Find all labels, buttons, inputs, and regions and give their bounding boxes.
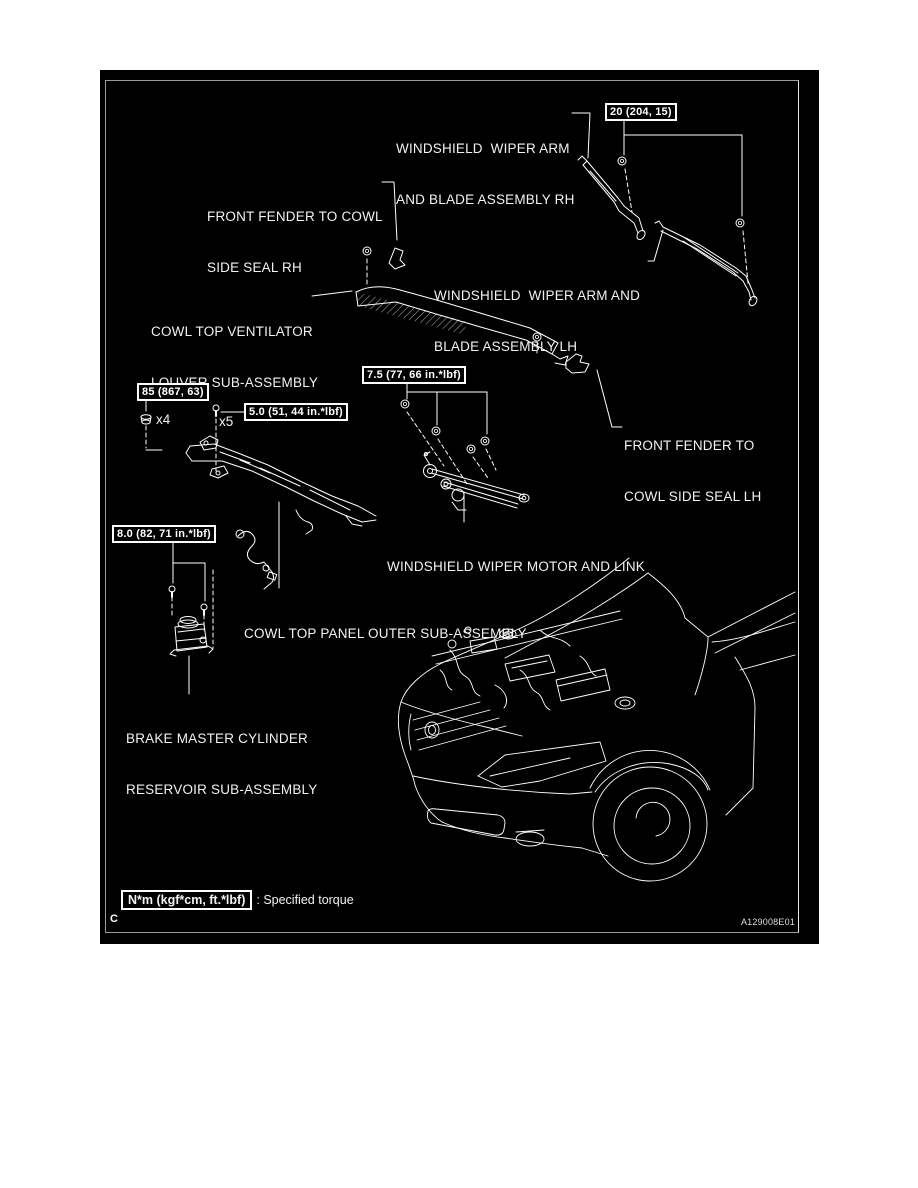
label-wiper-arm-lh-line2: BLADE ASSEMBLY LH (434, 339, 578, 354)
cowl-panel-drawing (185, 435, 377, 590)
label-wiper-arm-rh-line1: WINDSHIELD WIPER ARM (396, 141, 570, 156)
label-fender-seal-lh-line2: COWL SIDE SEAL LH (624, 489, 762, 504)
wiper-motor-link-drawing (423, 451, 530, 511)
label-brake-reservoir: BRAKE MASTER CYLINDER RESERVOIR SUB-ASSE… (126, 696, 317, 832)
label-fender-seal-rh-line2: SIDE SEAL RH (207, 260, 302, 275)
label-cowl-louver-line1: COWL TOP VENTILATOR (151, 324, 313, 339)
leader-lines (145, 112, 743, 695)
corner-mark: C (110, 913, 118, 925)
diagram-inner-border (105, 80, 799, 933)
torque-badge-85: 85 (867, 63) (137, 383, 209, 401)
label-cowl-panel-outer-line1: COWL TOP PANEL OUTER SUB-ASSEMBLY (244, 626, 527, 641)
torque-badge-20: 20 (204, 15) (605, 103, 677, 121)
label-brake-reservoir-line2: RESERVOIR SUB-ASSEMBLY (126, 782, 318, 797)
nut-icon (140, 414, 152, 425)
torque-badge-8-0: 8.0 (82, 71 in.*lbf) (112, 525, 216, 543)
rh-wiper-arm-drawing (577, 155, 646, 241)
label-brake-reservoir-line1: BRAKE MASTER CYLINDER (126, 731, 308, 746)
torque-badge-7-5: 7.5 (77, 66 in.*lbf) (362, 366, 466, 384)
label-cowl-panel-outer: COWL TOP PANEL OUTER SUB-ASSEMBLY (244, 591, 527, 676)
fender-seal-lh-part (565, 353, 590, 374)
label-wiper-arm-lh-line1: WINDSHIELD WIPER ARM AND (434, 288, 641, 303)
fastener-dashed-lines (145, 168, 749, 649)
label-wiper-arm-rh: WINDSHIELD WIPER ARM AND BLADE ASSEMBLY … (396, 106, 575, 242)
cowl-louver-drawing (355, 247, 590, 374)
fastener-icons (140, 156, 745, 616)
washer-hose-drawing (235, 529, 278, 590)
label-fender-seal-rh: FRONT FENDER TO COWL SIDE SEAL RH (207, 174, 383, 310)
lh-wiper-arm-drawing (654, 220, 758, 307)
diagram-panel: WINDSHIELD WIPER ARM AND BLADE ASSEMBLY … (100, 70, 819, 944)
car-front-drawing (397, 557, 796, 882)
label-wiper-motor-link-line1: WINDSHIELD WIPER MOTOR AND LINK (387, 559, 645, 574)
torque-legend: N*m (kgf*cm, ft.*lbf) : Specified torque (121, 890, 354, 910)
label-wiper-motor-link: WINDSHIELD WIPER MOTOR AND LINK (387, 524, 645, 609)
label-wiper-arm-rh-line2: AND BLADE ASSEMBLY RH (396, 192, 575, 207)
label-fender-seal-lh-line1: FRONT FENDER TO (624, 438, 755, 453)
fender-seal-rh-part (388, 247, 406, 270)
quantity-x5: x5 (219, 414, 234, 429)
label-fender-seal-lh: FRONT FENDER TO COWL SIDE SEAL LH (624, 403, 761, 539)
quantity-x4: x4 (156, 412, 171, 427)
torque-legend-suffix: : Specified torque (256, 893, 354, 907)
diagram-line-art (140, 112, 796, 882)
label-fender-seal-rh-line1: FRONT FENDER TO COWL (207, 209, 383, 224)
brake-reservoir-drawing (169, 616, 214, 657)
torque-badge-5-0: 5.0 (51, 44 in.*lbf) (244, 403, 348, 421)
label-wiper-arm-lh: WINDSHIELD WIPER ARM AND BLADE ASSEMBLY … (434, 253, 640, 389)
torque-legend-box: N*m (kgf*cm, ft.*lbf) (121, 890, 253, 910)
figure-code: A129008E01 (740, 917, 795, 927)
